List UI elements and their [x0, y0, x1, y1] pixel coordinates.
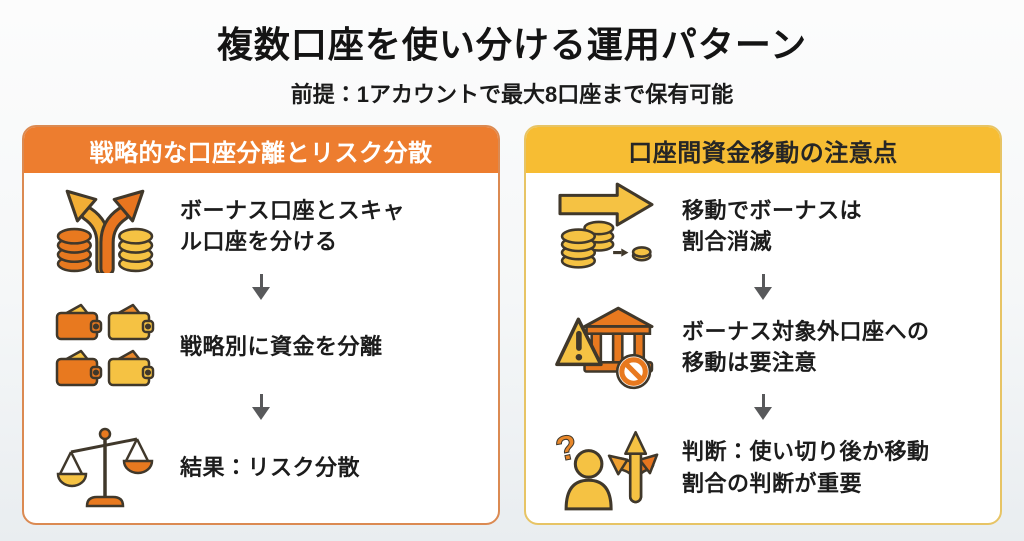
- page-title: 複数口座を使い分ける運用パターン: [216, 24, 808, 65]
- panels-container: 戦略的な口座分離とリスク分散: [0, 125, 1024, 525]
- left-panel-item: ボーナス口座とスキャ ル口座を分ける: [48, 180, 474, 274]
- item-text: 判断：使い切り後か移動 割合の判断が重要: [682, 439, 930, 496]
- item-text: ボーナス対象外口座への 移動は要注意: [682, 318, 930, 375]
- left-panel: 戦略的な口座分離とリスク分散: [22, 125, 500, 525]
- left-panel-item: 戦略別に資金を分離: [48, 302, 474, 393]
- item-text: 戦略別に資金を分離: [180, 334, 383, 360]
- balance-scale-icon: [48, 422, 162, 514]
- item-text: 移動でボーナスは 割合消滅: [682, 198, 863, 255]
- down-arrow-icon: [550, 272, 976, 302]
- down-arrow-icon: [550, 392, 976, 422]
- split-arrows-coins-icon: [48, 180, 162, 274]
- transfer-arrow-coins-icon: [550, 180, 664, 272]
- item-text: ボーナス口座とスキャ ル口座を分ける: [180, 198, 406, 255]
- wallets-icon: [48, 301, 162, 393]
- right-panel: 口座間資金移動の注意点: [524, 125, 1002, 525]
- right-panel-item: 移動でボーナスは 割合消滅: [550, 181, 976, 272]
- right-panel-item: ? 判断：使い切り後か移動 割合の判断が重要: [550, 422, 976, 513]
- down-arrow-icon: [48, 392, 474, 422]
- bank-warning-icon: [550, 301, 664, 393]
- right-panel-body: 移動でボーナスは 割合消滅: [526, 173, 1000, 523]
- left-panel-body: ボーナス口座とスキャ ル口座を分ける: [24, 173, 498, 523]
- item-text: 結果：リスク分散: [180, 455, 361, 481]
- right-panel-item: ボーナス対象外口座への 移動は要注意: [550, 302, 976, 393]
- page-subtitle: 前提：1アカウントで最大8口座まで保有可能: [290, 82, 734, 107]
- decision-person-icon: ?: [550, 422, 664, 514]
- down-arrow-icon: [48, 272, 474, 302]
- right-panel-header: 口座間資金移動の注意点: [526, 127, 1000, 173]
- left-panel-item: 結果：リスク分散: [48, 422, 474, 513]
- left-panel-header: 戦略的な口座分離とリスク分散: [24, 127, 498, 173]
